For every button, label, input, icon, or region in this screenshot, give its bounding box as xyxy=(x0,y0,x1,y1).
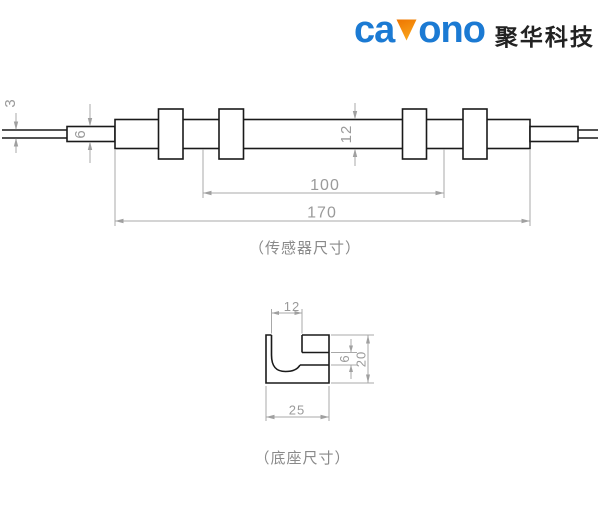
dim-side-slot-height: 6 xyxy=(331,339,357,379)
dim-base-width: 25 xyxy=(265,386,330,421)
dim-tip-diameter: 6 xyxy=(72,104,93,163)
arrowhead-up xyxy=(349,365,353,372)
arrowhead-down xyxy=(349,345,353,353)
dim-label-20: 20 xyxy=(354,351,369,367)
dim-label-25: 25 xyxy=(289,403,305,418)
arrowhead-left xyxy=(266,414,275,420)
arrowhead-right xyxy=(435,190,444,196)
dim-label-3: 3 xyxy=(2,98,19,107)
brand-text-suffix: ono xyxy=(418,9,486,51)
arrowhead-down xyxy=(352,111,358,120)
dim-wire-diameter: 3 xyxy=(2,98,19,153)
dim-label-100: 100 xyxy=(310,177,340,194)
base-dimension-drawing: 12 25 6 xyxy=(265,299,374,421)
logo: ca ono 聚华科技 xyxy=(354,10,595,52)
clamp-block-2 xyxy=(218,108,245,160)
dim-label-6: 6 xyxy=(72,129,89,138)
arrowhead-up xyxy=(366,335,370,344)
base-outline xyxy=(265,334,330,384)
clamp-block-3 xyxy=(401,108,428,160)
sensor-dimension-drawing: 3 6 12 xyxy=(2,98,598,226)
dim-body-diameter: 12 xyxy=(338,103,358,166)
arrowhead-down xyxy=(366,374,370,383)
arrowhead-left xyxy=(271,311,279,315)
dim-mount-span: 100 xyxy=(202,149,445,198)
dim-total-length: 170 xyxy=(114,149,531,226)
arrowhead-right xyxy=(294,311,302,315)
clamp-block-1 xyxy=(157,108,184,160)
dim-label-12: 12 xyxy=(338,125,355,144)
arrowhead-left xyxy=(203,190,212,196)
sensor-drawing-caption: （传感器尺寸） xyxy=(248,240,361,257)
arrowhead-right xyxy=(320,414,329,420)
arrowhead-right xyxy=(521,218,530,224)
arrowhead-down xyxy=(13,121,19,130)
dim-slot-width: 12 xyxy=(271,299,303,334)
arrowhead-left xyxy=(115,218,124,224)
dim-base-height: 20 xyxy=(331,334,374,384)
brand-text-prefix: ca xyxy=(354,9,395,51)
arrowhead-up xyxy=(13,138,19,147)
dim-label-170: 170 xyxy=(307,205,337,222)
u-slot-left-wall-and-curve xyxy=(270,335,301,373)
brand-v-icon xyxy=(396,10,417,48)
arrowhead-up xyxy=(87,141,93,150)
dim-label-6: 6 xyxy=(337,354,352,362)
clamp-block-4 xyxy=(462,108,488,160)
dim-label-12: 12 xyxy=(284,299,300,314)
arrowhead-up xyxy=(352,148,358,157)
brand-wordmark: ca ono xyxy=(354,9,486,51)
arrowhead-down xyxy=(87,118,93,127)
sensor-right-tip xyxy=(529,125,579,143)
company-name: 聚华科技 xyxy=(494,24,595,50)
base-drawing-caption: （底座尺寸） xyxy=(254,450,351,467)
